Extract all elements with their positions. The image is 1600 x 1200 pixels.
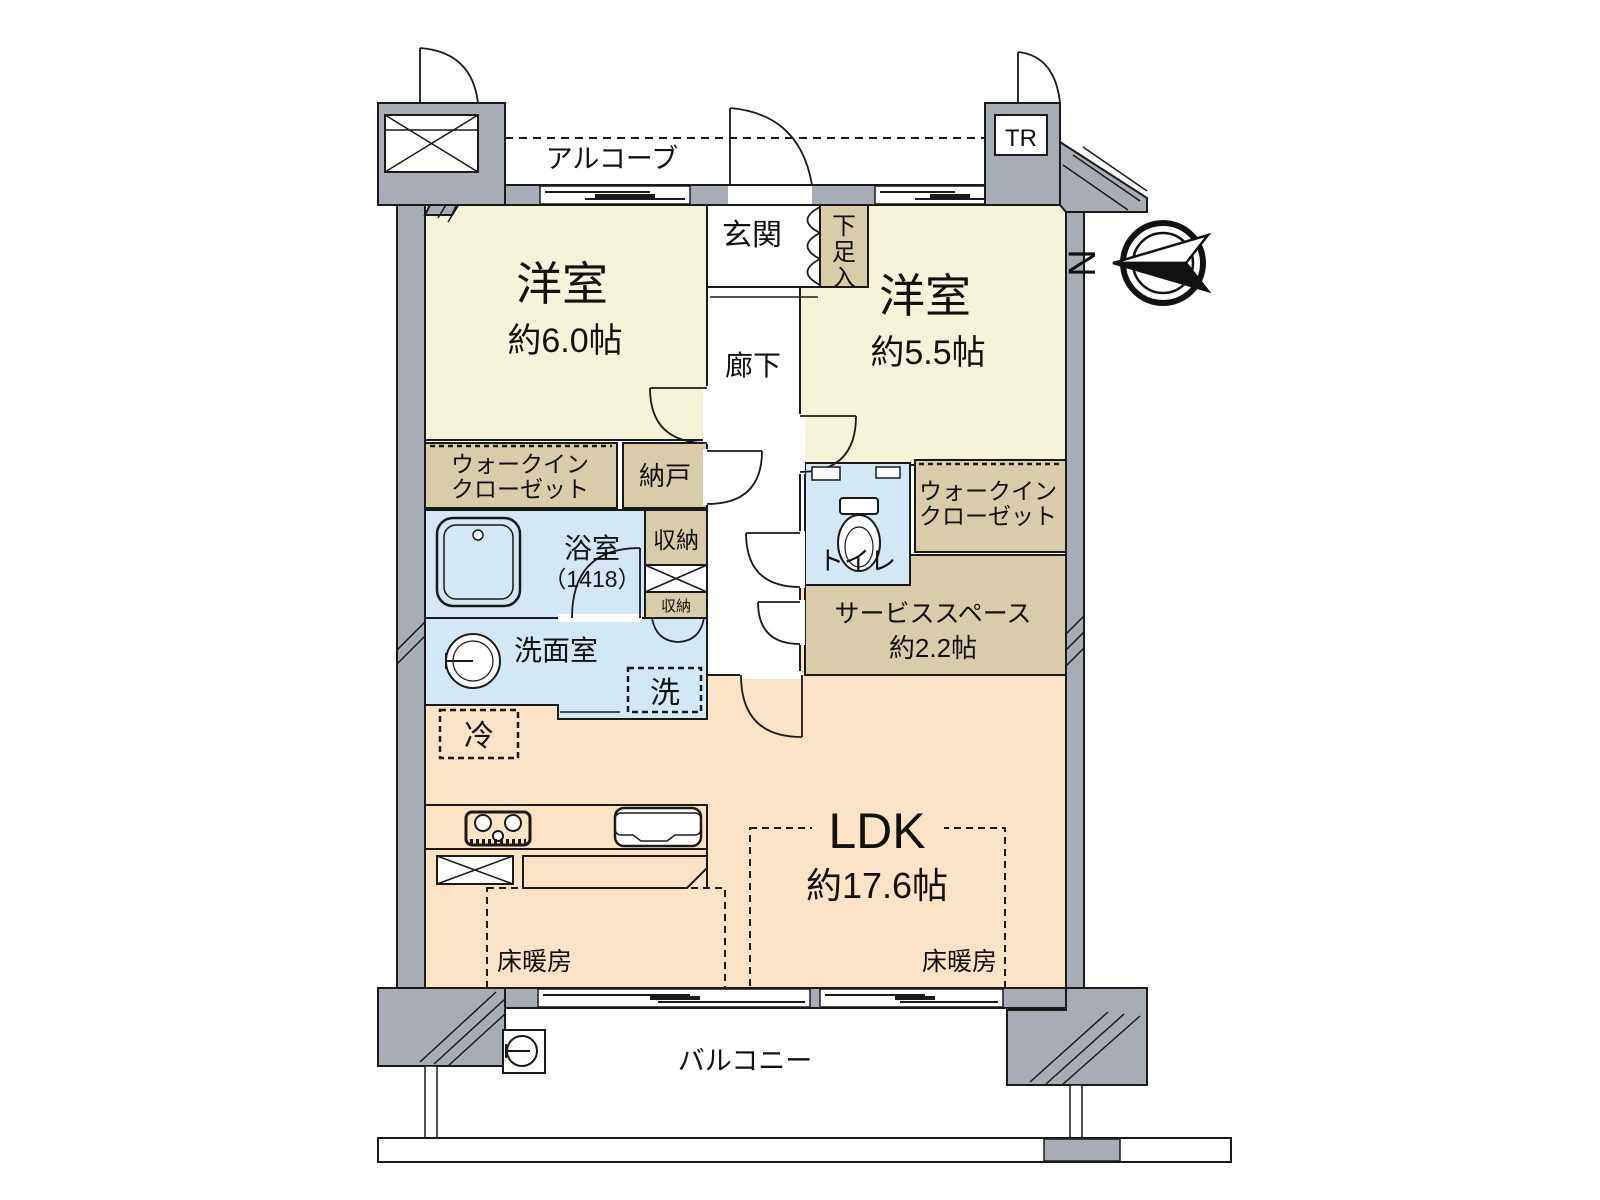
windows [537, 185, 1004, 1008]
trunk-room-door-arc [1017, 51, 1061, 104]
window-room55 [874, 185, 996, 205]
room-corridor-floor [706, 286, 801, 676]
pillar-bottom-right [1006, 987, 1148, 1086]
storage-bifold-arcs [651, 617, 705, 643]
floor-heating-right-zone [749, 827, 1006, 989]
sink-icon [613, 806, 703, 848]
genkan-folding-doors [806, 206, 821, 286]
ldk-label-mask [812, 806, 944, 852]
label-toilet: トイレ [818, 546, 896, 576]
pillar-bottom-left [377, 987, 506, 1067]
label-balcony: バルコニー [678, 1046, 812, 1076]
hatch-right-wall [1065, 615, 1085, 667]
label-storage-small: 収納 [661, 598, 691, 615]
toilet-icon [811, 466, 901, 572]
label-shoebox-1: 下 [832, 213, 856, 240]
compass-north-label: N [1062, 249, 1104, 276]
door-nando-arc [706, 450, 763, 505]
room-shoebox-floor [819, 204, 869, 288]
balcony-post-left [424, 1065, 438, 1141]
label-nando: 納戸 [639, 461, 691, 491]
door-gaps [558, 386, 805, 679]
label-corridor: 廊下 [725, 350, 781, 381]
detail-lines [430, 296, 1062, 713]
label-wic-right-1: ウォークイン [919, 478, 1057, 504]
window-balcony-left [537, 988, 811, 1008]
room-wic-right-floor [914, 459, 1067, 553]
label-room55-size: 約5.5帖 [870, 334, 985, 372]
balcony-rail-gray-segment [1043, 1138, 1121, 1162]
labels: アルコーブ TR 玄関 下 足 入 洋室 約6.0帖 廊下 洋室 約5.5帖 ウ… [451, 125, 1057, 1076]
label-wic-left-2: クローゼット [451, 476, 589, 502]
floor-heating-left-zone [486, 887, 726, 989]
label-shoebox-3: 入 [832, 265, 856, 292]
door-service-arc [757, 601, 801, 645]
label-ldk-name: LDK [828, 803, 925, 859]
label-fridge: 冷 [464, 720, 494, 753]
kitchen-island [522, 855, 708, 889]
hatch-left-wall [396, 621, 426, 665]
wall-right [1065, 199, 1085, 1011]
stove-icon [464, 810, 532, 847]
meter-box-door-arc [419, 47, 479, 104]
label-genkan: 玄関 [722, 219, 782, 252]
label-alcove: アルコーブ [546, 144, 679, 174]
label-ldk-size: 約17.6帖 [806, 865, 948, 906]
hatch-bottom-right [1029, 1011, 1141, 1086]
fridge-zone [438, 708, 520, 760]
washbasin-icon [445, 633, 501, 689]
label-floor-heating-right: 床暖房 [922, 948, 997, 976]
kitchen-shaft-x-icon [436, 855, 514, 885]
door-room55-arc [799, 415, 857, 473]
balcony-faucet-icon [502, 1029, 546, 1074]
compass-needle-black [1112, 261, 1212, 294]
label-bath-name: 浴室 [564, 533, 620, 564]
trunk-room-box [994, 114, 1048, 156]
washer-zone [626, 666, 703, 714]
wall-chamfer-top-right [1059, 140, 1148, 213]
door-ldk-arc [740, 674, 803, 738]
label-wic-left-1: ウォークイン [451, 451, 589, 477]
dashed-zones [438, 137, 1006, 989]
label-bath-size: （1418） [543, 566, 640, 592]
meter-box-x-icon [384, 114, 479, 173]
compass: N [1062, 220, 1212, 306]
label-room6-name: 洋室 [516, 258, 608, 310]
room-storage-mid [644, 509, 708, 566]
bathtub-icon [435, 516, 522, 608]
balcony-structure [377, 1065, 1232, 1163]
hatch-bottom-left [419, 991, 506, 1067]
hatch-top-right [1062, 146, 1148, 211]
balcony-post-right [1069, 1084, 1083, 1141]
wall-left [396, 184, 426, 1001]
label-shoebox-2: 足 [832, 239, 856, 266]
label-wic-right-2: クローゼット [919, 503, 1057, 529]
kitchen-counter [425, 804, 708, 889]
label-room6-size: 約6.0帖 [507, 322, 622, 360]
label-service-name: サービススペース [834, 600, 1031, 628]
fixtures [425, 466, 901, 1074]
door-room6-arc [649, 387, 708, 444]
label-floor-heating-left: 床暖房 [497, 948, 572, 976]
door-swings [571, 107, 857, 738]
label-washer: 洗 [650, 677, 680, 710]
window-balcony-right [819, 988, 1004, 1008]
pillars [377, 47, 1148, 1086]
room-west1-floor [424, 204, 708, 441]
window-room6 [539, 185, 691, 205]
entrance-door-opening [728, 186, 812, 204]
entrance-door-arc [729, 107, 813, 186]
pipe-shaft-x-icon [644, 564, 708, 593]
label-trunk-room: TR [1005, 125, 1037, 152]
room-wic-left-floor [424, 442, 618, 509]
door-toilet-arc [745, 532, 801, 588]
label-room55-name: 洋室 [879, 270, 971, 322]
label-service-size: 約2.2帖 [889, 633, 977, 663]
label-storage-mid: 収納 [653, 527, 699, 553]
door-bath-arc [571, 547, 641, 619]
label-washroom: 洗面室 [514, 635, 598, 666]
room-nando-floor [622, 442, 708, 509]
